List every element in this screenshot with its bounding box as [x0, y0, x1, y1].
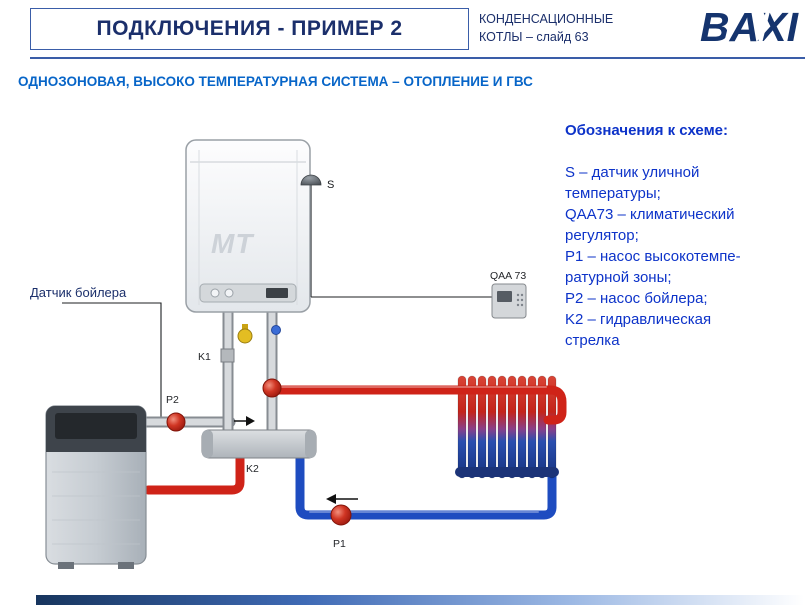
title-box: ПОДКЛЮЧЕНИЯ - ПРИМЕР 2 [30, 8, 469, 50]
k2-label: K2 [246, 463, 259, 475]
slide-info-line2: КОТЛЫ – слайд 63 [479, 29, 589, 44]
controller-display [497, 291, 512, 302]
boiler-display [266, 288, 288, 298]
control-cables [62, 184, 492, 419]
baxi-logo-text: BAXI [700, 4, 798, 50]
slide-info-line1: КОНДЕНСАЦИОННЫЕ [479, 12, 614, 26]
legend-line: K2 – гидравлическая [565, 311, 712, 328]
pump-p2: P2 [166, 394, 186, 432]
dhw-return-pipe [143, 447, 245, 495]
baxi-logo: BAXI [670, 5, 798, 49]
outdoor-sensor-dome [300, 174, 322, 186]
pump-p1: P1 [326, 494, 358, 550]
boiler-watermark: MT [211, 228, 255, 259]
wall-boiler: MT [185, 139, 311, 313]
storage-tank [45, 405, 147, 569]
tank-panel [55, 413, 137, 439]
legend-line: температуры; [565, 185, 661, 202]
legend-title: Обозначения к схеме: [565, 122, 729, 139]
hydraulic-separator: K2 [201, 429, 317, 475]
page-title: ПОДКЛЮЧЕНИЯ - ПРИМЕР 2 [96, 17, 403, 40]
legend: Обозначения к схеме: S – датчик уличной … [565, 120, 807, 351]
legend-line: P1 – насос высокотемпе- [565, 248, 741, 265]
tank-foot [118, 562, 134, 569]
controller-label: QAA 73 [490, 270, 526, 282]
manifold-fittings: K1 [198, 324, 282, 426]
bottom-accent-bar [36, 595, 804, 605]
outdoor-sensor: S [300, 174, 334, 191]
boiler-knob [224, 288, 234, 298]
heating-supply-pipe [271, 385, 567, 425]
p1-label: P1 [333, 538, 346, 550]
legend-line: стрелка [565, 332, 620, 349]
controller-qaa73: QAA 73 [490, 270, 527, 319]
legend-line: QAA73 – климатический [565, 206, 735, 223]
boiler-sensor-label: Датчик бойлера [30, 285, 127, 300]
legend-line: S – датчик уличной [565, 164, 700, 181]
slide-info: КОНДЕНСАЦИОННЫЕ КОТЛЫ – слайд 63 [479, 11, 654, 46]
legend-line: регулятор; [565, 227, 639, 244]
p2-label: P2 [166, 394, 179, 406]
header-divider [30, 57, 805, 59]
tank-foot [58, 562, 74, 569]
legend-line: P2 – насос бойлера; [565, 290, 708, 307]
valve-stem [242, 324, 248, 331]
legend-line: ратурной зоны; [565, 269, 672, 286]
radiator-bottom-header [455, 467, 559, 477]
yellow-valve [237, 328, 253, 344]
flow-arrow-head [246, 416, 255, 426]
tank-sensor-cable [62, 302, 162, 419]
blue-cap-valve [271, 325, 281, 335]
flow-arrow-head [326, 494, 336, 504]
heating-return-pipe [295, 449, 557, 520]
k1-label: K1 [198, 351, 211, 363]
boiler-knob [210, 288, 220, 298]
k1-valve [220, 348, 235, 363]
circulation-pump [262, 378, 282, 398]
outdoor-sensor-label: S [327, 179, 334, 191]
radiator [455, 375, 559, 479]
subtitle: ОДНОЗОНОВАЯ, ВЫСОКО ТЕМПЕРАТУРНАЯ СИСТЕМ… [18, 74, 533, 89]
